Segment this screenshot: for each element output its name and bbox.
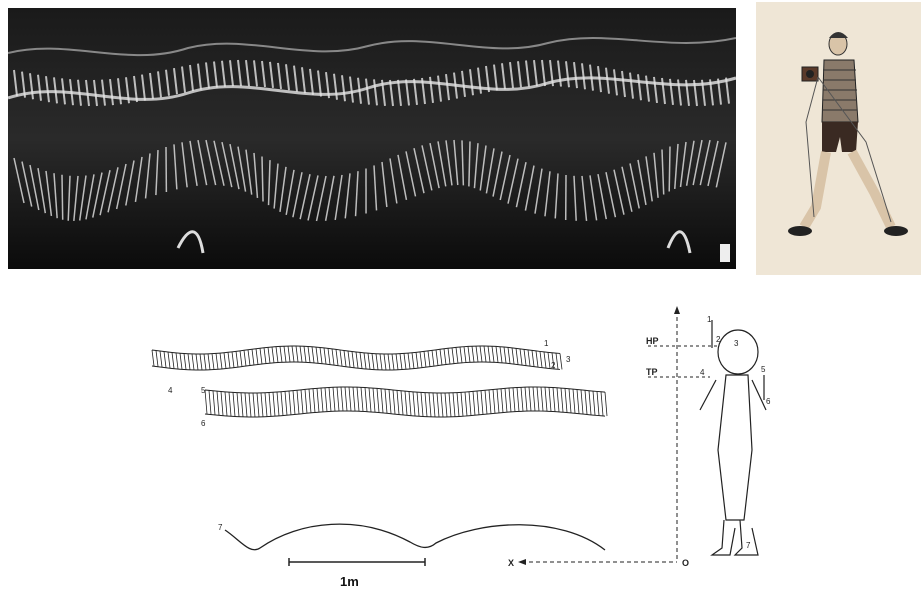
marker-6: 6 <box>201 419 206 428</box>
marker-5: 5 <box>201 386 206 395</box>
chronophotograph-image <box>8 8 736 269</box>
marker-2: 2 <box>551 361 556 370</box>
trajectory-diagram: 1m X O HP TP 1 2 3 4 5 6 7 1 <box>0 280 921 589</box>
marker-3: 3 <box>566 355 571 364</box>
marker-4: 4 <box>168 386 173 395</box>
tp-label: TP <box>646 367 658 377</box>
hp-label: HP <box>646 336 659 346</box>
fig-marker-6: 6 <box>766 397 771 406</box>
fig-marker-1: 1 <box>707 315 712 324</box>
fig-marker-5: 5 <box>761 365 766 374</box>
fig-marker-2: 2 <box>716 335 721 344</box>
fig-marker-7: 7 <box>746 541 751 550</box>
origin-label: O <box>682 558 689 568</box>
marker-7: 7 <box>218 523 223 532</box>
foot-trajectory <box>225 524 605 550</box>
fig-marker-4: 4 <box>700 368 705 377</box>
chronophotograph-drawing <box>8 8 736 269</box>
fig-marker-3: 3 <box>734 339 739 348</box>
child-figure <box>700 320 766 555</box>
scale-label: 1m <box>340 574 359 589</box>
marker-1: 1 <box>544 339 549 348</box>
trajectory-svg: 1m X O HP TP 1 2 3 4 5 6 7 1 <box>0 280 921 589</box>
walking-man-sketch <box>756 2 921 275</box>
walking-man-drawing <box>756 2 921 275</box>
x-axis-label: X <box>508 558 514 568</box>
